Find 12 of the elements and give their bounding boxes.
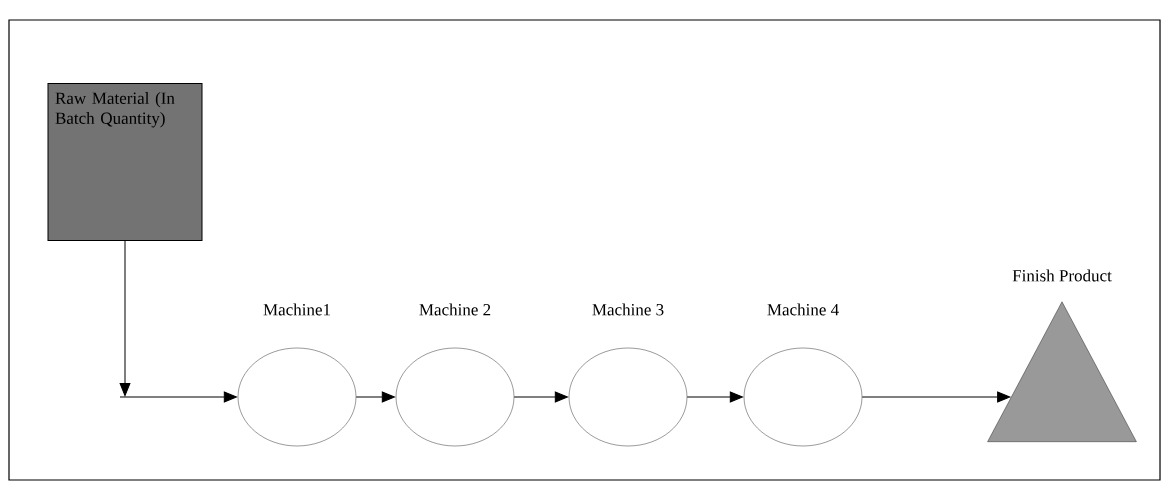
arrow xyxy=(119,391,237,403)
arrow xyxy=(119,240,131,397)
arrow xyxy=(513,391,568,403)
arrow xyxy=(861,391,1011,403)
arrow xyxy=(686,391,743,403)
arrow xyxy=(355,391,395,403)
machine-label: Machine1 xyxy=(263,303,330,316)
machine-label: Machine 4 xyxy=(767,303,839,316)
machine-label: Machine 3 xyxy=(592,303,664,316)
machine-label: Machine 2 xyxy=(419,303,491,316)
process-box: Raw Material (In Batch Quantity) xyxy=(47,83,203,241)
product-label: Finish Product xyxy=(1012,269,1112,282)
